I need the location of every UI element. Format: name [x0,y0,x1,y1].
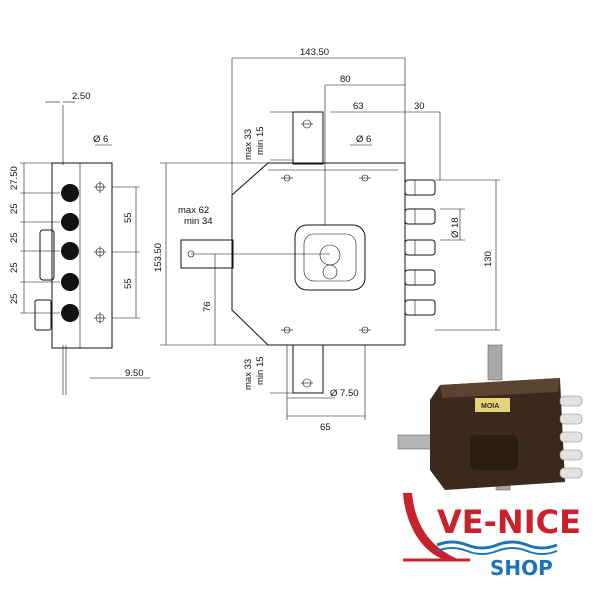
dim-phi-6-front: Ø 6 [356,134,371,145]
dim-143-50: 143.50 [300,47,329,58]
dim-65: 65 [320,422,331,433]
dim-25-d: 25 [9,293,20,304]
lock-product-photo: MOIA [397,344,583,491]
dim-55-a: 55 [123,212,134,223]
bolt-circle [61,213,79,231]
dim-9-50: 9.50 [125,368,144,379]
bolt-circle [61,273,79,291]
bolt-circle [61,242,79,260]
dim-76: 76 [202,301,213,312]
dim-min-15-bottom: min 15 [255,356,266,385]
bolt-circle [61,304,79,322]
bolt-circle [61,184,79,202]
dim-130: 130 [483,251,494,267]
dim-30: 30 [414,101,425,112]
front-view [160,57,500,420]
dim-55-b: 55 [123,278,134,289]
dim-80: 80 [340,74,351,85]
dim-25-b: 25 [9,232,20,243]
dim-min-15-top: min 15 [255,126,266,155]
product-brand-label: MOIA [481,403,499,410]
ve-nice-shop-logo: VE-NICE SHOP [403,493,581,580]
dim-27-50: 27.50 [9,166,20,190]
dim-min-34: min 34 [184,216,213,227]
dim-max-33-bottom: max 33 [243,359,254,390]
dim-2-50: 2.50 [72,91,91,102]
dim-phi-7-50: Ø 7.50 [330,388,359,399]
logo-main-text: VE-NICE [437,503,581,541]
dim-63: 63 [353,101,364,112]
side-view [20,101,150,395]
dim-25-a: 25 [9,203,20,214]
dim-25-c: 25 [9,262,20,273]
dim-153-50: 153.50 [153,243,164,272]
logo-sub-text: SHOP [490,556,553,580]
dim-phi-6-side: Ø 6 [93,134,108,145]
dim-max-33-top: max 33 [243,129,254,160]
dim-phi-18: Ø 18 [450,217,461,238]
dim-max-62: max 62 [178,205,209,216]
